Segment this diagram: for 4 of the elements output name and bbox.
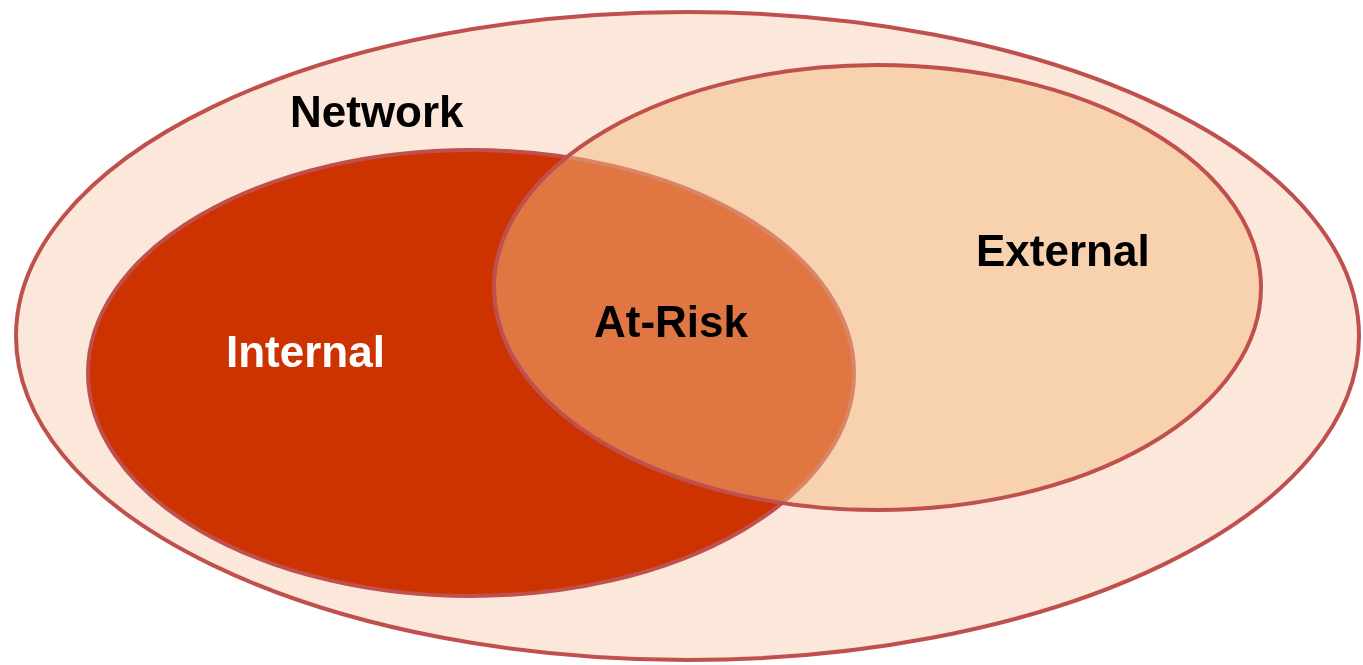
set-label: Internal [226,330,385,374]
set-label: Network [290,90,464,134]
overlap-label: At-Risk [594,300,749,344]
set-label: External [976,229,1150,273]
